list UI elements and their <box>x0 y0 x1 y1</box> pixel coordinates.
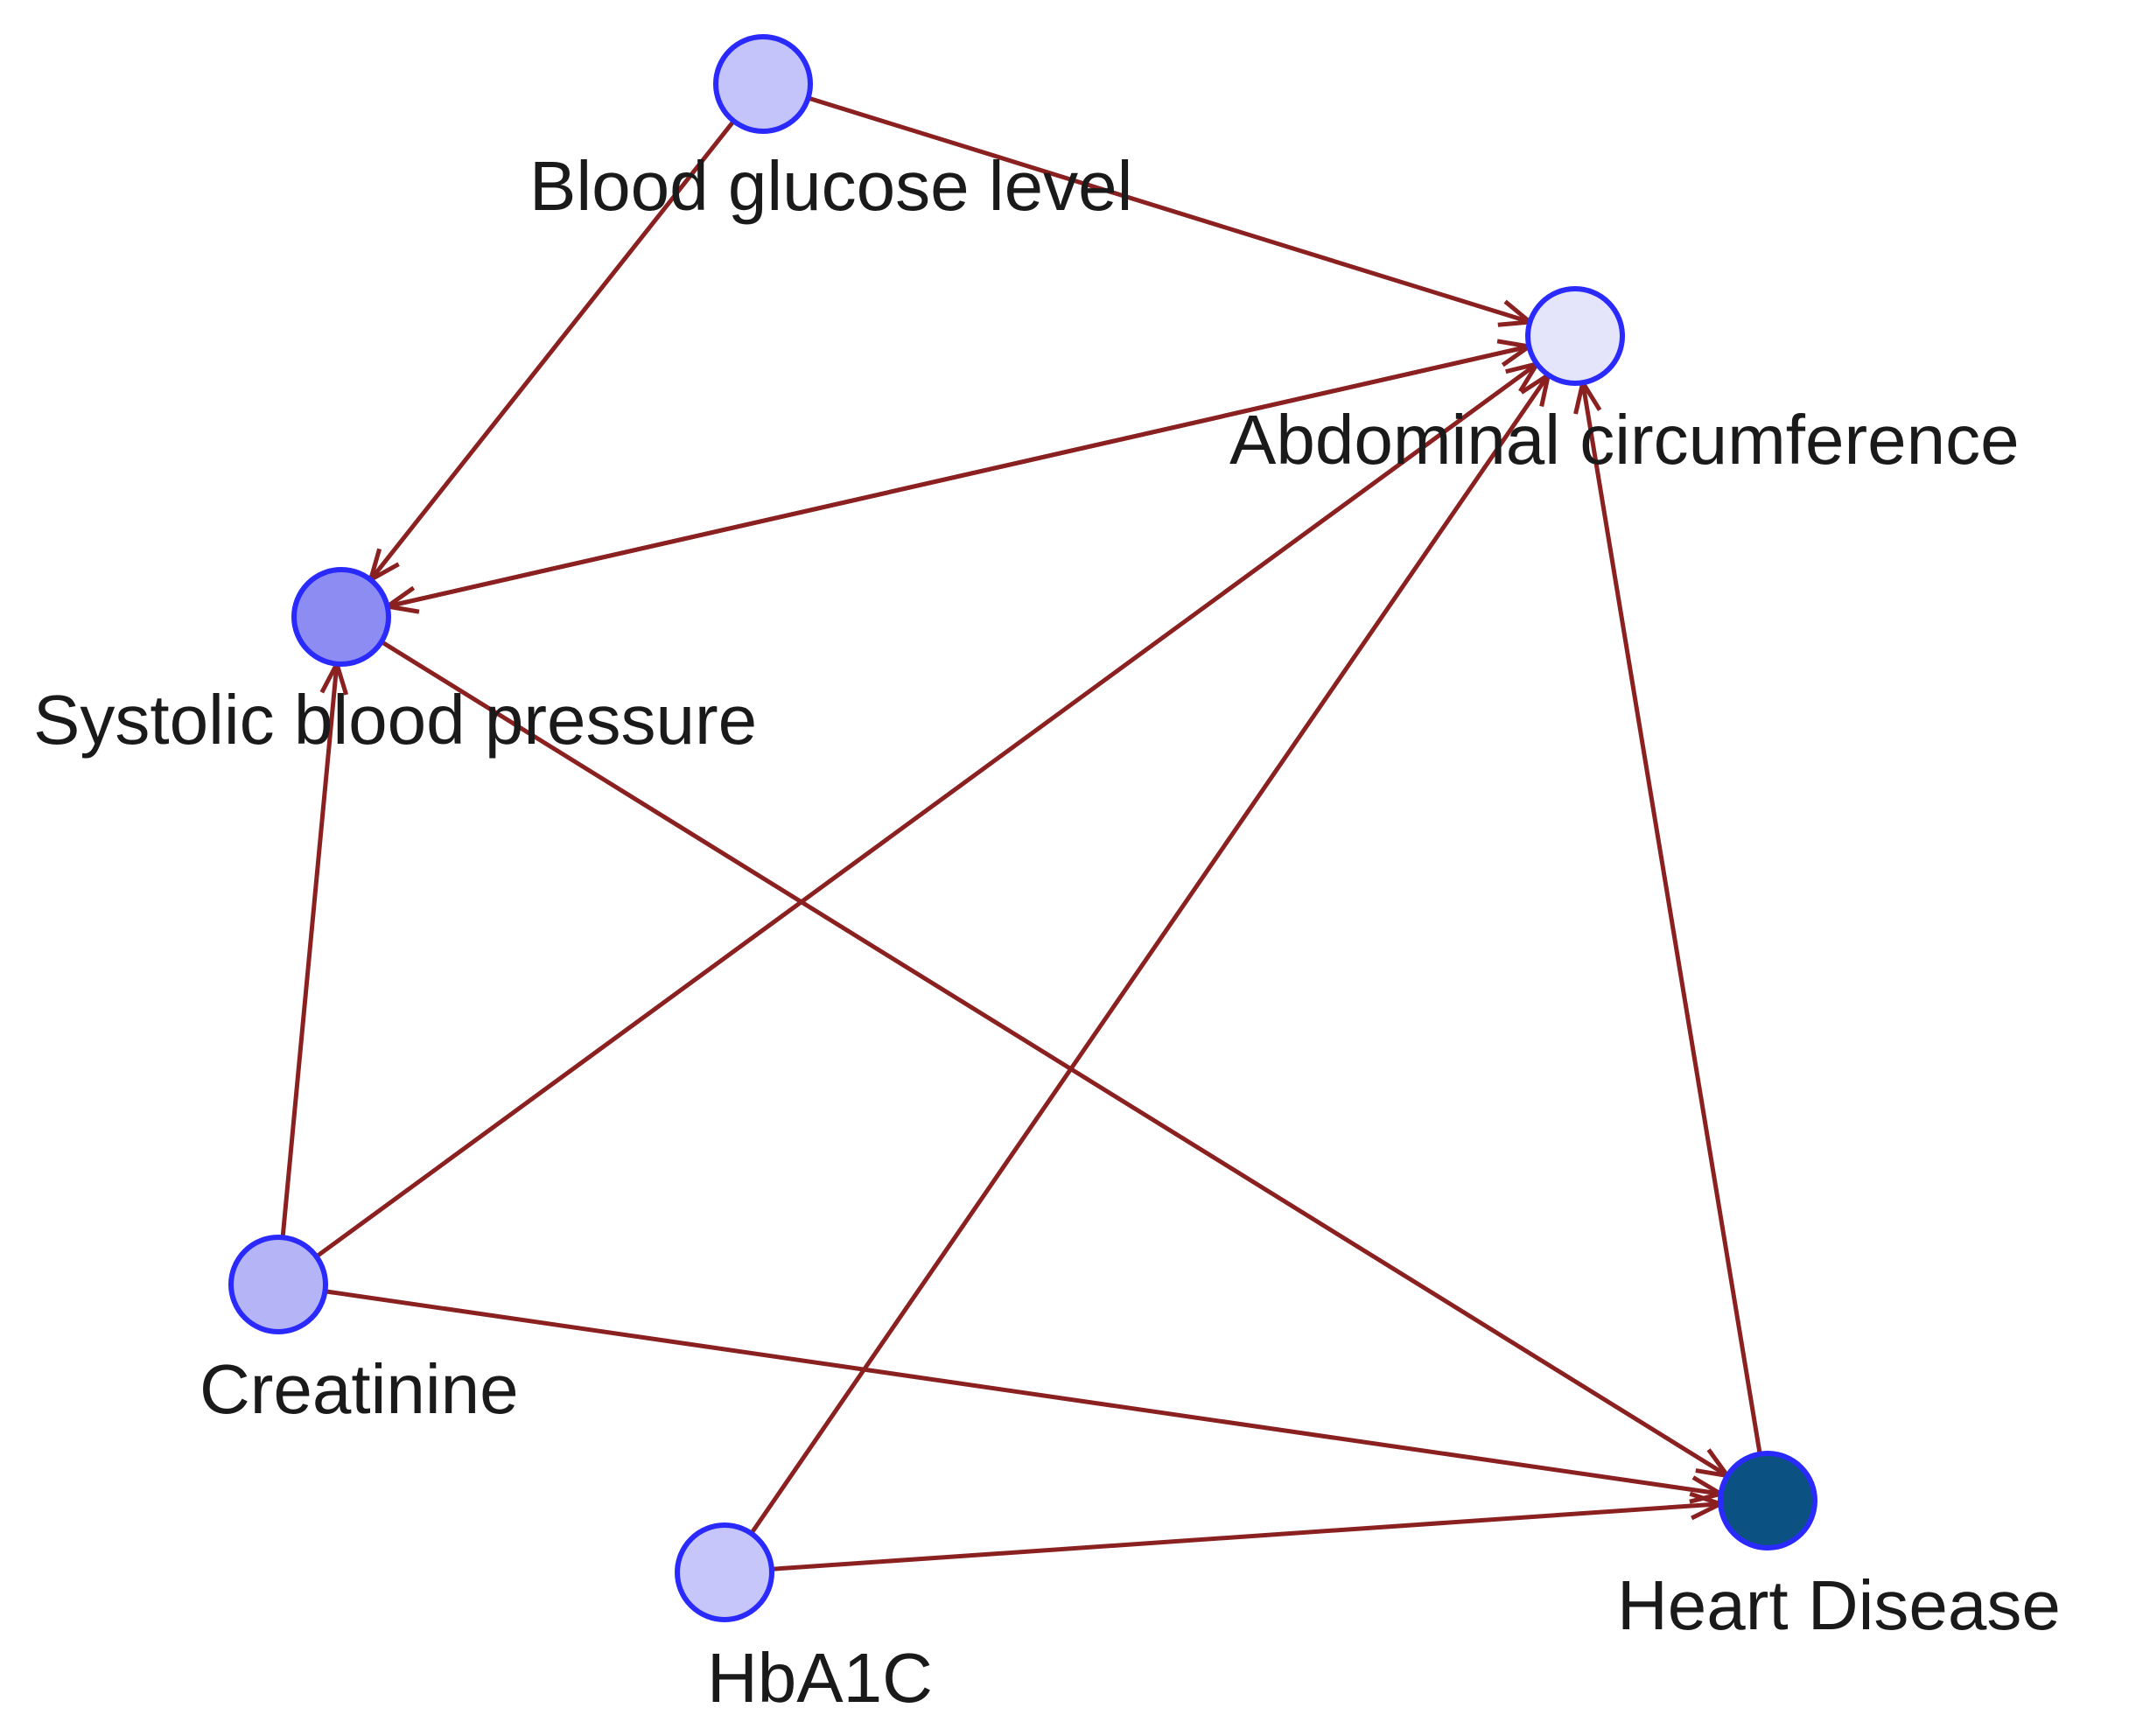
nodes-layer <box>228 34 1817 1622</box>
label-abdominal: Abdominal circumference <box>1229 401 2020 479</box>
edge-abdominal-to-systolic <box>387 333 1576 609</box>
edge-blood_glucose-to-systolic <box>368 82 765 582</box>
edge-hba1c-to-abdominal <box>722 374 1551 1574</box>
edges-layer <box>276 81 1770 1575</box>
node-heart-disease[interactable] <box>1718 1451 1817 1550</box>
label-creatinine: Creatinine <box>200 1350 519 1428</box>
label-heart-disease: Heart Disease <box>1617 1566 2061 1644</box>
arrowhead-systolic-to-heart_disease <box>1695 1448 1733 1480</box>
edge-creatinine-to-abdominal <box>277 361 1538 1287</box>
edge-creatinine-to-systolic <box>276 663 340 1285</box>
edge-systolic-to-heart_disease <box>340 614 1729 1478</box>
edge-hba1c-to-heart_disease <box>724 1502 1721 1575</box>
node-systolic[interactable] <box>291 567 391 667</box>
node-abdominal[interactable] <box>1525 286 1625 386</box>
label-systolic: Systolic blood pressure <box>33 681 757 759</box>
label-blood-glucose: Blood glucose level <box>529 147 1132 225</box>
edge-blood_glucose-to-abdominal <box>762 81 1531 325</box>
node-creatinine[interactable] <box>228 1235 328 1334</box>
node-blood-glucose[interactable] <box>713 34 813 134</box>
edge-heart_disease-to-abdominal <box>1580 382 1770 1502</box>
edge-creatinine-to-heart_disease <box>277 1282 1721 1496</box>
label-hba1c: HbA1C <box>707 1639 933 1717</box>
node-hba1c[interactable] <box>675 1522 774 1622</box>
